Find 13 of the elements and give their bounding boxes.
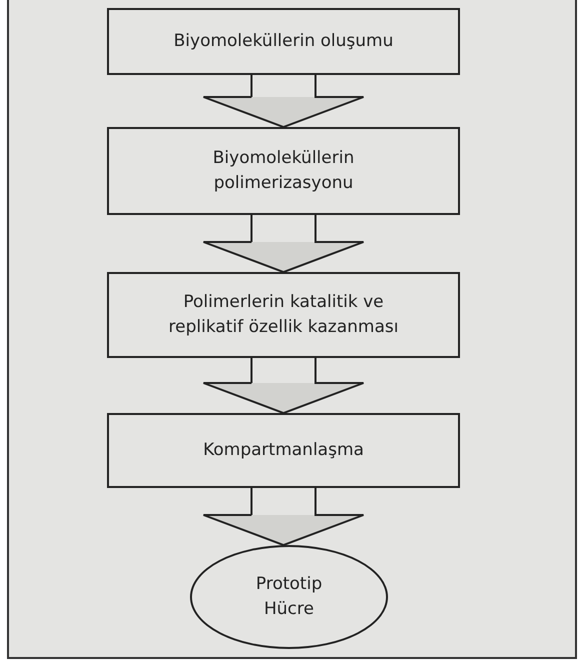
node-label: Prototip Hücre: [254, 573, 324, 621]
block-arrow: [202, 214, 364, 273]
node-label: Polimerlerin katalitik ve replikatif özellik kazanması: [168, 291, 400, 339]
process-box: [107, 127, 460, 215]
node-label: Biyomoleküllerin polimerizasyonu: [212, 147, 356, 195]
process-box: [107, 8, 460, 75]
block-arrow: [202, 357, 364, 414]
block-arrow: [202, 487, 364, 546]
node-label: Biyomoleküllerin oluşumu: [174, 30, 394, 54]
process-box: [107, 272, 460, 358]
process-box: [107, 413, 460, 488]
node-label: Kompartmanlaşma: [203, 439, 364, 462]
block-arrow: [202, 74, 364, 128]
